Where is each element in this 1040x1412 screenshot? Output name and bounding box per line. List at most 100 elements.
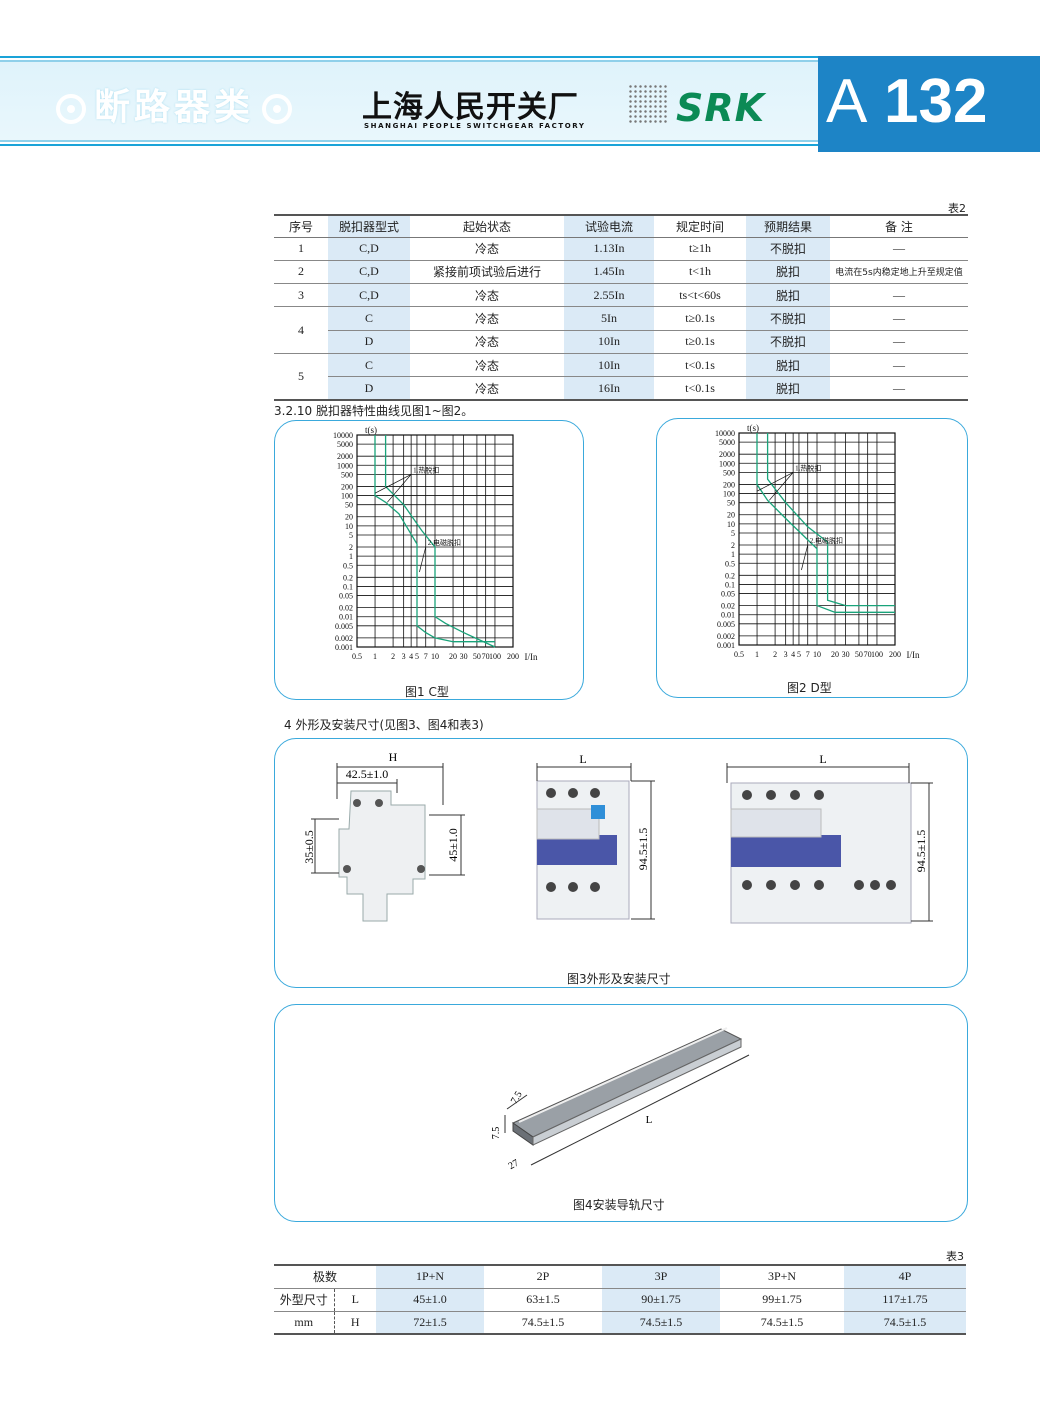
x-tick-label: 10 bbox=[813, 650, 821, 659]
page-code-box: A 132 bbox=[818, 56, 1040, 152]
plot-frame bbox=[356, 434, 514, 648]
annotation-leader bbox=[801, 544, 809, 571]
chart2-caption: 图2 D型 bbox=[787, 681, 832, 695]
cell-value: 72±1.5 bbox=[376, 1311, 484, 1335]
cell-current: 1.45In bbox=[564, 260, 654, 285]
chart1-caption: 图1 C型 bbox=[405, 685, 449, 699]
cell-type: D bbox=[328, 376, 410, 401]
y-tick-label: 10000 bbox=[333, 431, 353, 440]
y-tick-label: 0.5 bbox=[343, 561, 353, 570]
side-view-breaker bbox=[338, 790, 426, 922]
page-header: 断路器类 上海人民开关厂 SHANGHAI PEOPLE SWITCHGEAR … bbox=[0, 56, 1040, 152]
x-tick-label: 4 bbox=[409, 652, 413, 661]
col-header: 4P bbox=[844, 1265, 966, 1289]
dot-pattern-logo bbox=[628, 84, 668, 124]
table-row: 5 C 冷态 10In t<0.1s 脱扣 — bbox=[274, 353, 968, 401]
y-tick-label: 10 bbox=[727, 520, 735, 529]
cell-value: 45±1.0 bbox=[376, 1288, 484, 1312]
dim-l-label: L bbox=[819, 752, 826, 766]
cell-result: 不脱扣 bbox=[746, 306, 830, 331]
trip-curve-line bbox=[384, 435, 496, 648]
annotation-leader bbox=[387, 474, 412, 503]
y-tick-label: 0.2 bbox=[725, 571, 735, 580]
cell-note: — bbox=[830, 376, 968, 401]
table-row: mm H 72±1.5 74.5±1.5 74.5±1.5 74.5±1.5 7… bbox=[274, 1311, 966, 1335]
table-header-row: 序号 脱扣器型式 起始状态 试验电流 规定时间 预期结果 备 注 bbox=[274, 215, 968, 238]
front-view-2p bbox=[536, 780, 630, 920]
cell-state: 冷态 bbox=[410, 237, 564, 261]
header-bottom-rule bbox=[0, 144, 818, 146]
bullet-icon bbox=[262, 94, 293, 124]
table-row: 4 C 冷态 5In t≥0.1s 不脱扣 — bbox=[274, 306, 968, 354]
brand-logo: SRK bbox=[676, 86, 766, 130]
y-tick-label: 0.02 bbox=[721, 602, 735, 611]
x-tick-label: 2 bbox=[391, 652, 395, 661]
fig4-drawing: 7.5 7.5 27 L bbox=[491, 1027, 750, 1172]
table-row: 2 C,D 紧接前项试验后进行 1.45In t<1h 脱扣 电流在5s内稳定地… bbox=[274, 260, 968, 285]
col-header: 序号 bbox=[274, 215, 328, 238]
trip-curve-line bbox=[766, 433, 895, 607]
cell-state: 紧接前项试验后进行 bbox=[410, 260, 564, 285]
x-tick-label: 100 bbox=[871, 650, 883, 659]
col-header: 预期结果 bbox=[746, 215, 830, 238]
cell-time: t≥0.1s bbox=[654, 330, 746, 354]
row-label: mm bbox=[274, 1311, 335, 1335]
cell-no: 3 bbox=[274, 283, 328, 308]
y-tick-label: 5 bbox=[349, 531, 353, 540]
y-tick-label: 2 bbox=[731, 541, 735, 550]
annotation-leader bbox=[374, 474, 412, 494]
annotation-leader bbox=[419, 546, 427, 573]
cell-type: D bbox=[328, 330, 410, 354]
cell-current: 1.13In bbox=[564, 237, 654, 261]
x-tick-label: 0.5 bbox=[352, 652, 362, 661]
col-header: 1P+N bbox=[376, 1265, 484, 1289]
y-tick-label: 0.005 bbox=[335, 622, 353, 631]
y-tick-label: 5000 bbox=[719, 438, 735, 447]
cell-time: ts<t<60s bbox=[654, 283, 746, 308]
x-tick-label: 20 bbox=[449, 652, 457, 661]
chart-d-type: 100005000200010005002001005020105210.50.… bbox=[715, 423, 920, 660]
dim-h-label: H bbox=[389, 750, 398, 764]
y-axis-label: t(s) bbox=[365, 425, 377, 435]
annotation-leader bbox=[756, 472, 794, 492]
y-tick-label: 1 bbox=[349, 552, 353, 561]
y-tick-label: 0.001 bbox=[335, 643, 353, 652]
y-tick-label: 0.001 bbox=[717, 641, 735, 650]
table2: 序号 脱扣器型式 起始状态 试验电流 规定时间 预期结果 备 注 1 C,D 冷… bbox=[274, 214, 968, 402]
din-rail bbox=[511, 1027, 743, 1146]
cell-result: 脱扣 bbox=[746, 283, 830, 308]
cell-value: 99±1.75 bbox=[720, 1288, 844, 1312]
cell-time: t≥0.1s bbox=[654, 306, 746, 331]
y-tick-label: 5 bbox=[731, 529, 735, 538]
cell-value: 117±1.75 bbox=[844, 1288, 966, 1312]
y-tick-label: 2000 bbox=[337, 452, 353, 461]
y-tick-label: 50 bbox=[345, 501, 353, 510]
rail-dim-b: 7.5 bbox=[491, 1127, 502, 1140]
x-tick-label: 1 bbox=[755, 650, 759, 659]
cell-type: C,D bbox=[328, 283, 410, 308]
y-tick-label: 1000 bbox=[337, 461, 353, 470]
cell-state: 冷态 bbox=[410, 376, 564, 401]
table-header-row: 极数 1P+N 2P 3P 3P+N 4P bbox=[274, 1265, 966, 1289]
cell-time: t<0.1s bbox=[654, 353, 746, 378]
col-header: 规定时间 bbox=[654, 215, 746, 238]
cell-state: 冷态 bbox=[410, 283, 564, 308]
section-3-2-10: 3.2.10 脱扣器特性曲线见图1~图2。 bbox=[274, 404, 474, 418]
y-tick-label: 50 bbox=[727, 499, 735, 508]
y-tick-label: 10000 bbox=[715, 429, 735, 438]
cell-time: t<0.1s bbox=[654, 376, 746, 401]
cell-note: — bbox=[830, 306, 968, 331]
factory-name-cn: 上海人民开关厂 bbox=[362, 90, 579, 125]
dim-left-height-label: 35±0.5 bbox=[302, 830, 316, 864]
x-tick-label: 30 bbox=[460, 652, 468, 661]
y-tick-label: 200 bbox=[723, 480, 735, 489]
col-header: 3P+N bbox=[720, 1265, 844, 1289]
cell-no: 2 bbox=[274, 260, 328, 285]
front-4p-dim-lines bbox=[726, 763, 933, 922]
col-header: 脱扣器型式 bbox=[328, 215, 410, 238]
cell-value: 90±1.75 bbox=[602, 1288, 720, 1312]
front-view-4p bbox=[730, 782, 912, 924]
cell-current: 2.55In bbox=[564, 283, 654, 308]
y-tick-label: 2 bbox=[349, 543, 353, 552]
section-4: 4 外形及安装尺寸(见图3、图4和表3) bbox=[284, 718, 484, 732]
